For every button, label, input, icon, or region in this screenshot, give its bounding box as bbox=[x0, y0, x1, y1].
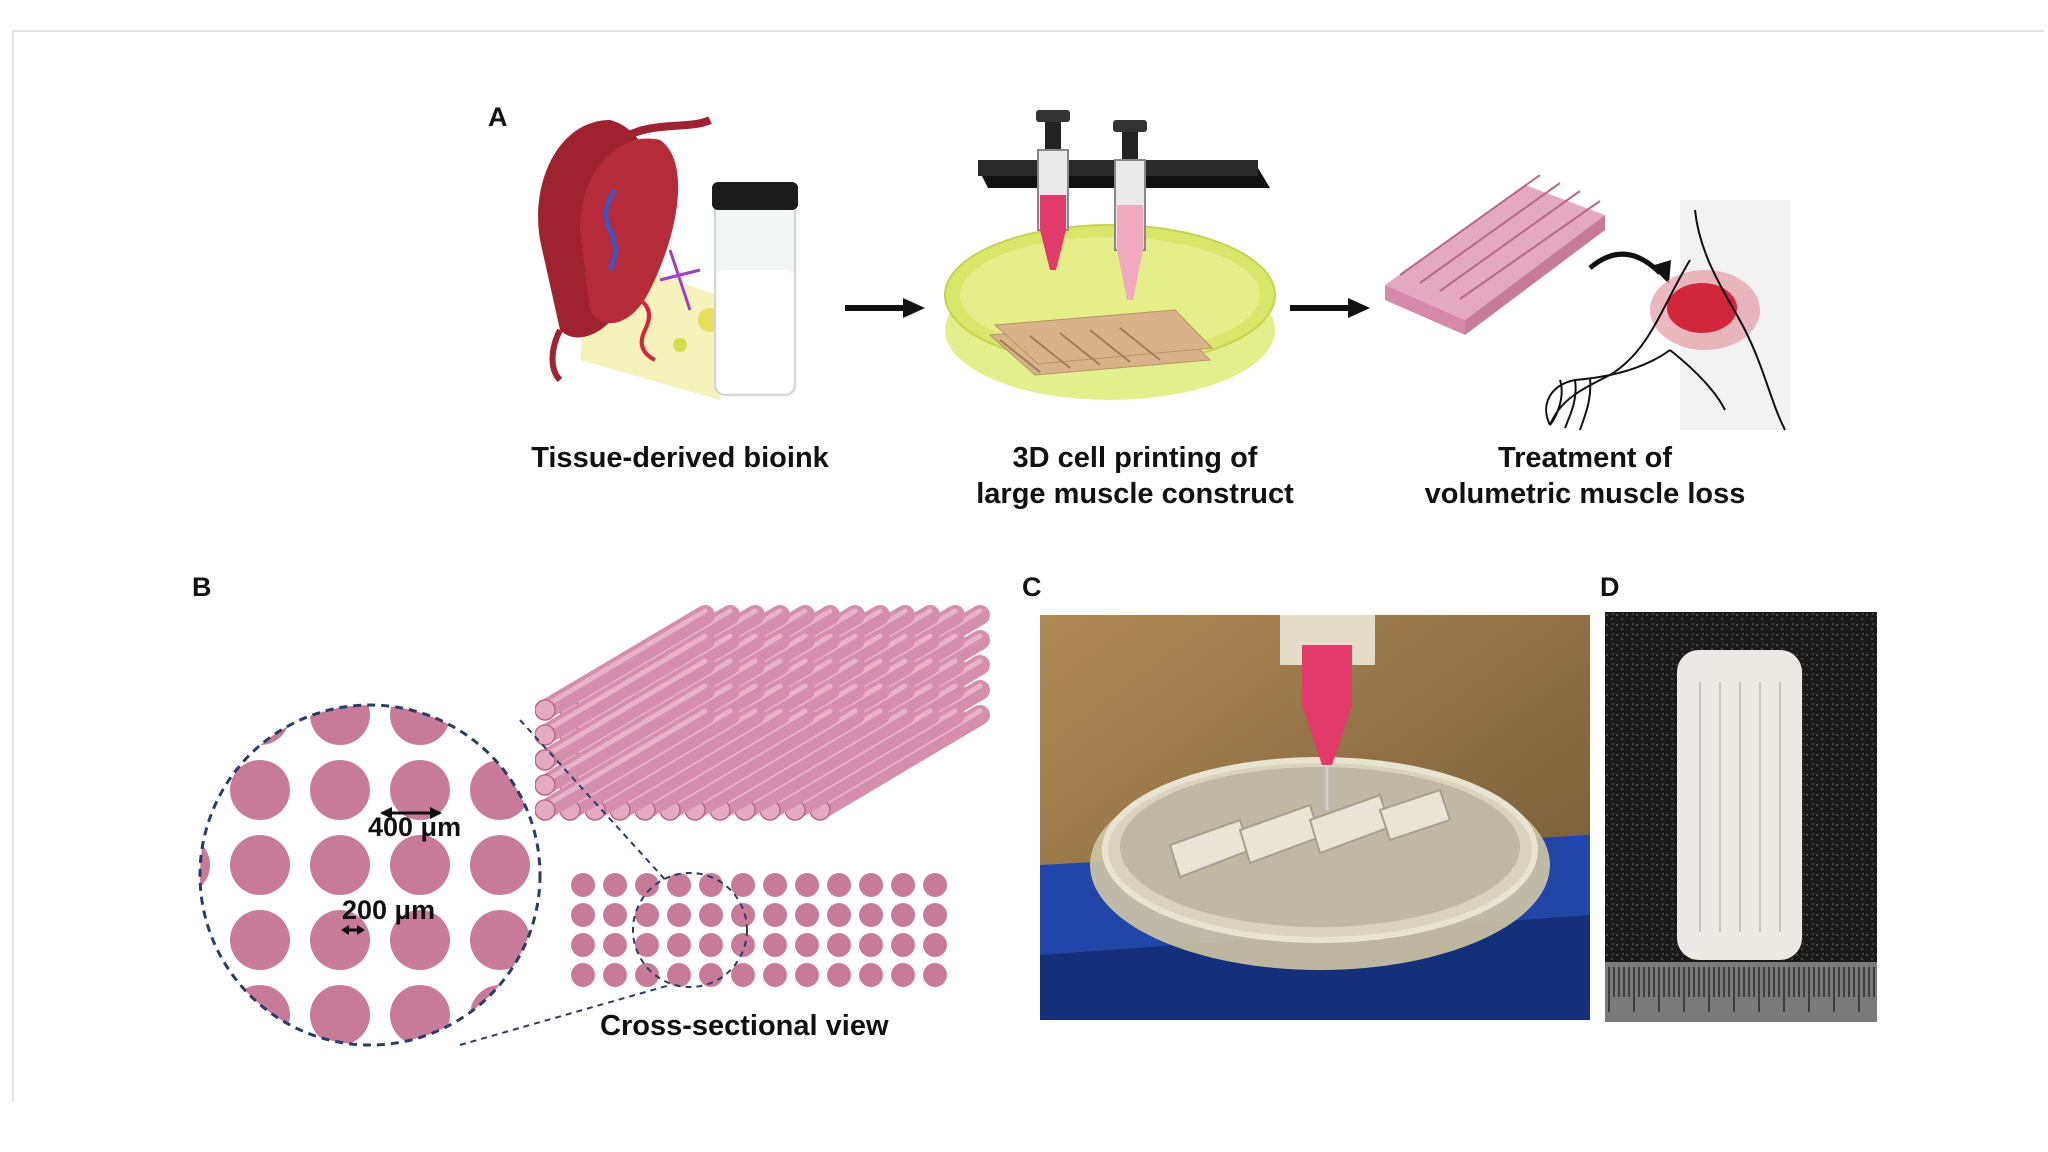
cross-section-grid bbox=[571, 872, 947, 988]
muscle-construct-illustration bbox=[1385, 175, 1605, 335]
step-3-caption-line1: Treatment of bbox=[1497, 442, 1673, 474]
projection-lines bbox=[459, 719, 671, 1046]
step-2-caption-line1: 3D cell printing of bbox=[1012, 442, 1258, 474]
step-1-caption: Tissue-derived bioink bbox=[531, 442, 829, 474]
cross-section-caption: Cross-sectional view bbox=[600, 1010, 889, 1042]
arrow-right-icon bbox=[1290, 298, 1370, 318]
fiber-diameter-label: 400 μm bbox=[368, 812, 462, 842]
magnified-cross-section bbox=[198, 703, 542, 1047]
fiber-spacing-label: 200 μm bbox=[342, 895, 436, 925]
cell-printer-illustration bbox=[944, 110, 1276, 400]
step-3-caption: Treatment of volumetric muscle loss bbox=[1395, 440, 1775, 512]
panel-d-label: D bbox=[1600, 572, 1620, 602]
panel-a-label: A bbox=[488, 102, 508, 132]
printed-construct-photo bbox=[1605, 612, 1877, 1022]
step-2-caption-line2: large muscle construct bbox=[976, 478, 1294, 510]
animal-limb-illustration bbox=[1545, 200, 1790, 431]
printing-photo bbox=[1040, 615, 1590, 1020]
panel-b-label: B bbox=[192, 572, 212, 602]
step-2-caption: 3D cell printing of large muscle constru… bbox=[935, 440, 1335, 512]
step-3-caption-line2: volumetric muscle loss bbox=[1424, 478, 1746, 510]
fiber-bundle-3d bbox=[535, 605, 990, 821]
tissue-bioink-illustration bbox=[538, 116, 798, 400]
curved-arrow-icon bbox=[1588, 251, 1671, 284]
figure-frame bbox=[12, 30, 2044, 1102]
panel-c-label: C bbox=[1022, 572, 1042, 602]
arrow-right-icon bbox=[845, 298, 925, 318]
